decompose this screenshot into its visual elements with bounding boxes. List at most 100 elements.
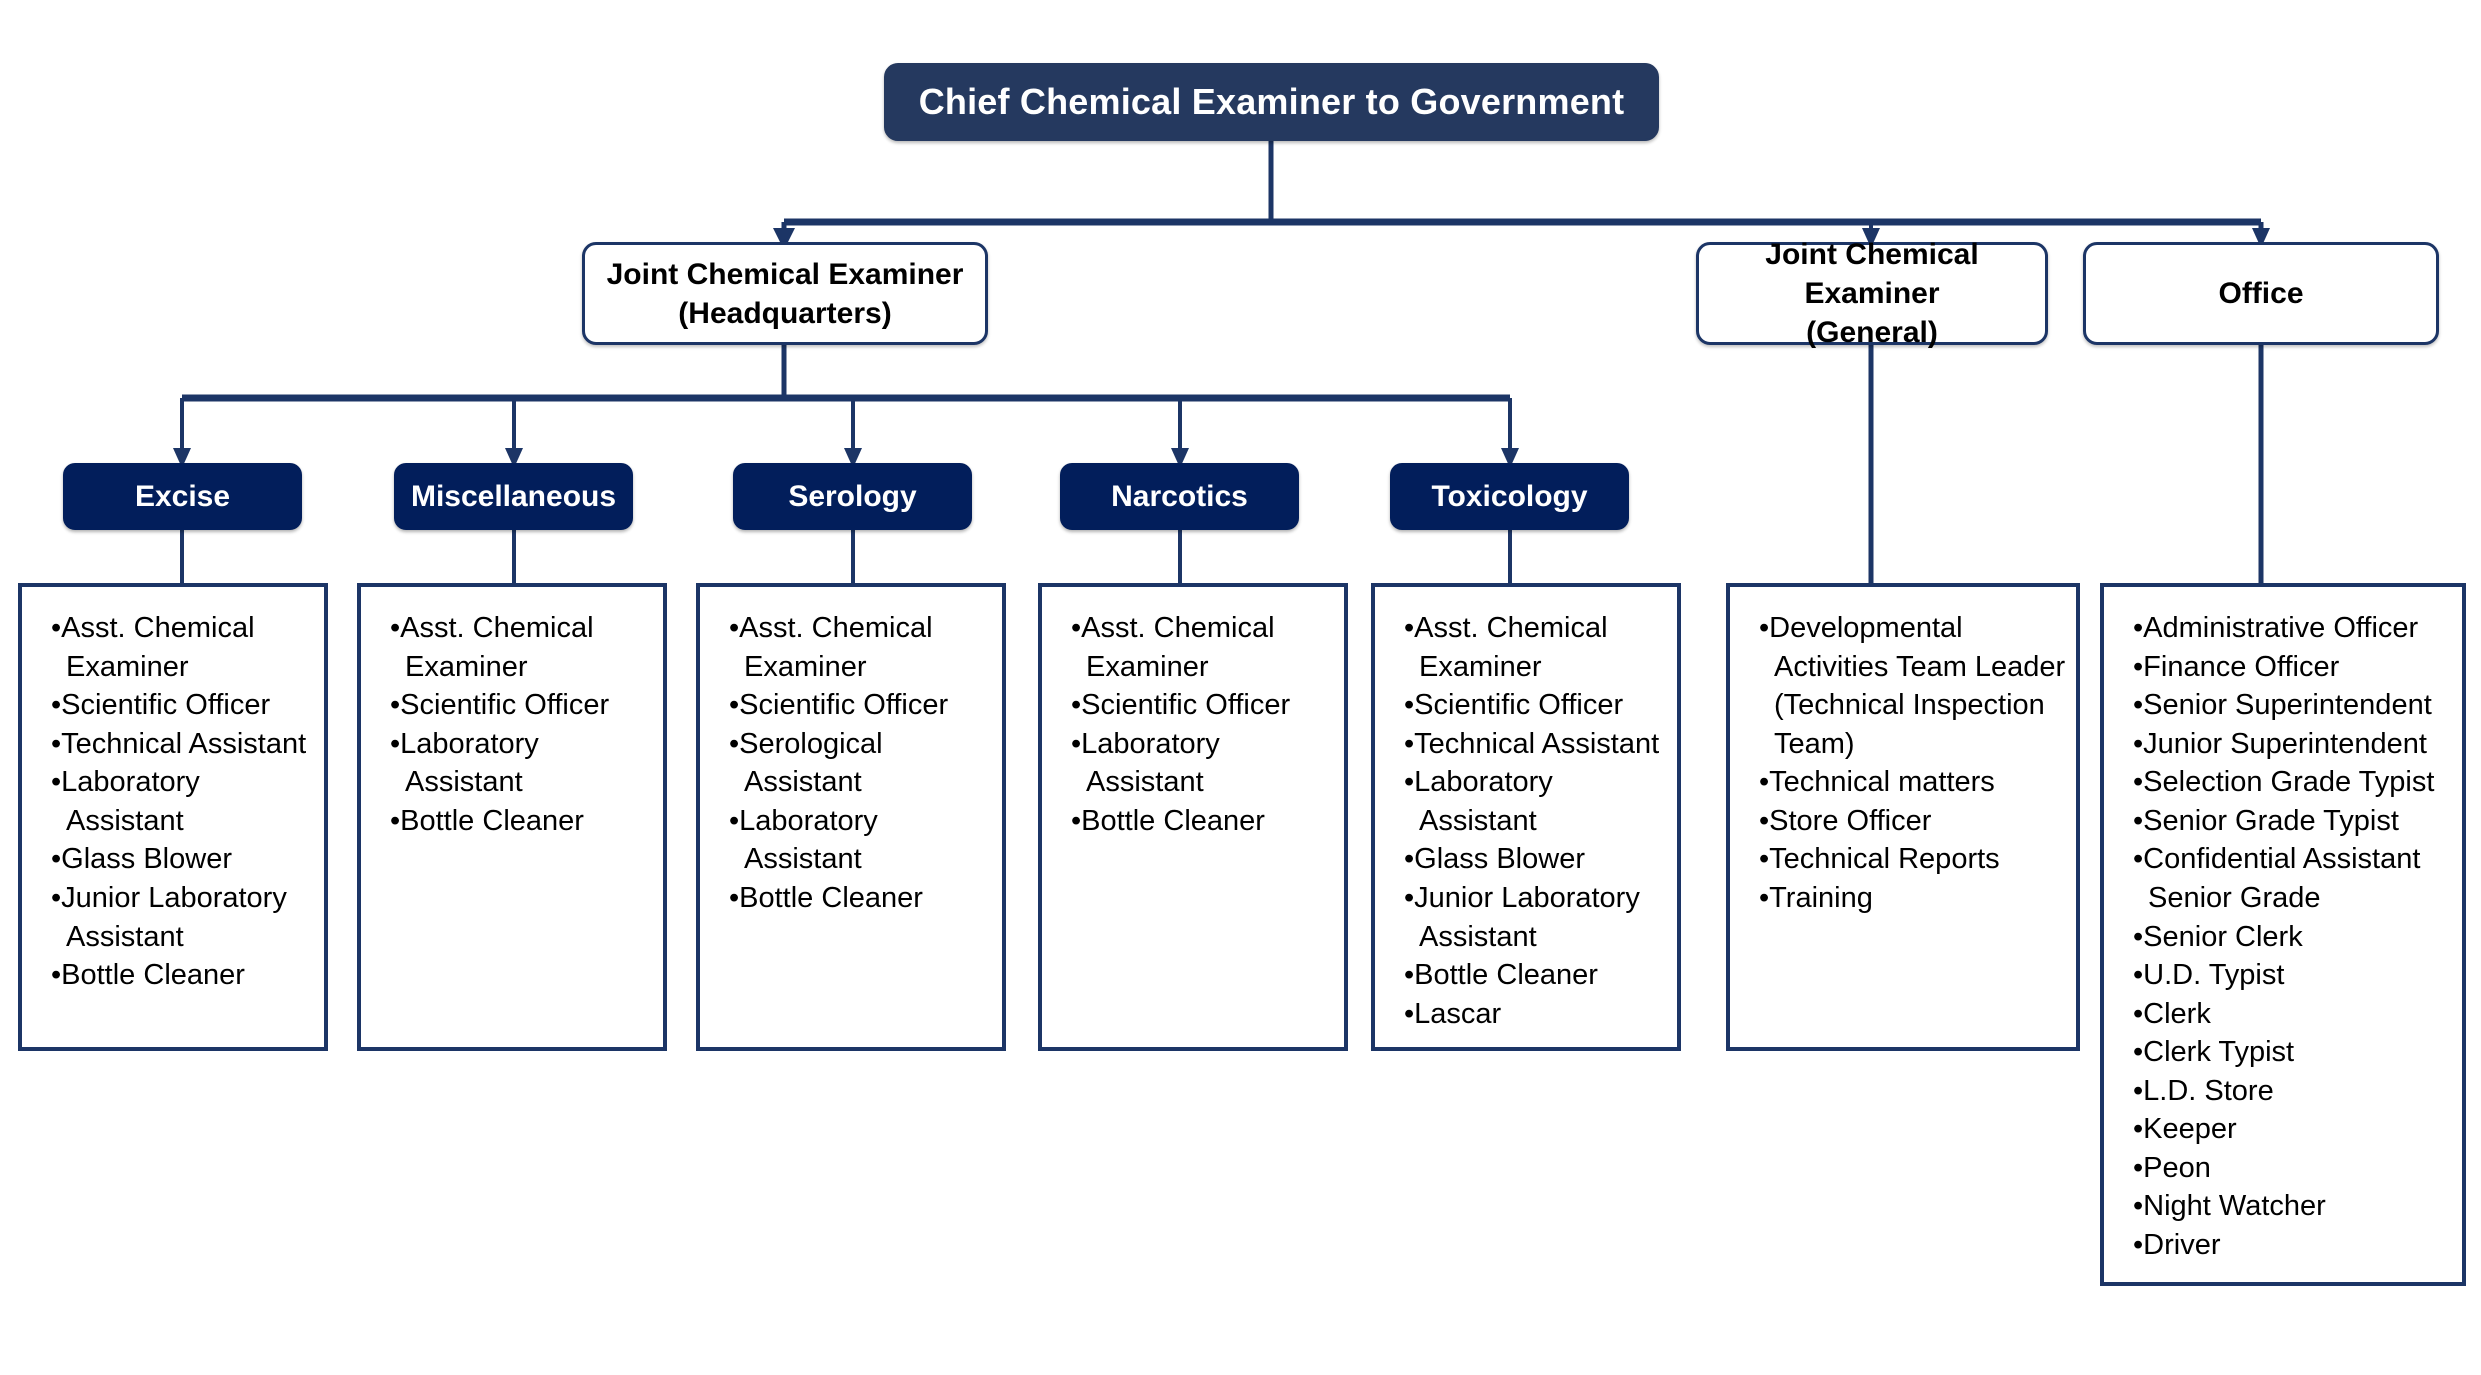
node-label: Miscellaneous [410,479,617,513]
bullet-icon: • [51,843,62,876]
bullet-icon: • [729,881,740,914]
staff-list-office: •Administrative Officer•Finance Officer•… [2100,583,2466,1286]
staff-role-label: Asst. Chemical Examiner [739,612,933,683]
bullet-icon: • [2133,920,2144,953]
node-label: Serology [788,479,917,513]
staff-list-item: •Asst. Chemical Examiner [1404,609,1667,686]
bullet-icon: • [729,689,740,722]
staff-list-item: •Developmental Activities Team Leader (T… [1759,609,2066,763]
staff-list-item: •U.D. Typist [2133,956,2452,995]
staff-role-label: Training [1769,881,1873,914]
staff-list-toxicology: •Asst. Chemical Examiner•Scientific Offi… [1371,583,1681,1051]
staff-role-label: Bottle Cleaner [61,959,245,992]
staff-list: •Asst. Chemical Examiner•Scientific Offi… [710,609,992,918]
bullet-icon: • [729,612,740,644]
staff-list-item: •Technical matters [1759,763,2066,802]
staff-list-narcotics: •Asst. Chemical Examiner•Scientific Offi… [1038,583,1348,1051]
node-joint-chemical-examiner-headquarters[interactable]: Joint Chemical Examiner (Headquarters) [582,242,988,345]
bullet-icon: • [2133,727,2144,760]
bullet-icon: • [1071,689,1082,722]
staff-list-item: •Bottle Cleaner [1071,802,1334,841]
staff-role-label: Scientific Officer [739,689,949,722]
staff-role-label: Asst. Chemical Examiner [61,612,255,683]
node-department-excise[interactable]: Excise [63,463,302,530]
staff-list-item: •Junior Superintendent [2133,725,2452,764]
staff-list-item: •Senior Grade Typist [2133,802,2452,841]
staff-list-item: •Asst. Chemical Examiner [51,609,314,686]
staff-role-label: Scientific Officer [400,689,610,722]
bullet-icon: • [2133,612,2144,644]
staff-list-excise: •Asst. Chemical Examiner•Scientific Offi… [18,583,328,1051]
staff-list-item: •Finance Officer [2133,648,2452,687]
staff-role-label: Laboratory Assistant [61,766,200,837]
node-label: Excise [134,479,231,513]
staff-list-item: •Bottle Cleaner [51,956,314,995]
node-label-line2: (General) [1806,316,1938,349]
node-department-narcotics[interactable]: Narcotics [1060,463,1299,530]
staff-role-label: U.D. Typist [2143,959,2285,992]
staff-list: •Asst. Chemical Examiner•Scientific Offi… [32,609,314,995]
staff-list: •Asst. Chemical Examiner•Scientific Offi… [1052,609,1334,840]
node-department-toxicology[interactable]: Toxicology [1390,463,1629,530]
staff-list-item: •Clerk Typist [2133,1033,2452,1072]
staff-list-item: •Technical Reports [1759,840,2066,879]
node-office[interactable]: Office [2083,242,2439,345]
node-joint-chemical-examiner-general[interactable]: Joint Chemical Examiner (General) [1696,238,2048,349]
bullet-icon: • [729,727,740,760]
staff-list-item: •Peon [2133,1149,2452,1188]
staff-role-label: Asst. Chemical Examiner [1414,612,1608,683]
node-chief-chemical-examiner[interactable]: Chief Chemical Examiner to Government [884,63,1659,141]
staff-role-label: Junior Superintendent [2143,727,2427,760]
bullet-icon: • [1071,612,1082,644]
staff-list-item: •Junior Laboratory Assistant [51,879,314,956]
node-department-serology[interactable]: Serology [733,463,972,530]
staff-list: •Asst. Chemical Examiner•Scientific Offi… [371,609,653,840]
staff-role-label: Laboratory Assistant [400,727,539,799]
staff-role-label: Glass Blower [61,843,232,876]
staff-list-item: •Scientific Officer [729,686,992,725]
staff-list-item: •Scientific Officer [51,686,314,725]
staff-list-item: •Selection Grade Typist [2133,763,2452,802]
staff-role-label: Junior Laboratory Assistant [1414,881,1640,953]
staff-list-item: •Lascar [1404,995,1667,1034]
staff-list-item: •Scientific Officer [1404,686,1667,725]
staff-list-item: •Administrative Officer [2133,609,2452,648]
staff-list-item: •Asst. Chemical Examiner [390,609,653,686]
staff-role-label: Laboratory Assistant [1414,766,1553,837]
staff-role-label: Laboratory Assistant [739,804,878,876]
bullet-icon: • [1071,804,1082,837]
staff-role-label: Bottle Cleaner [1081,804,1265,837]
staff-list-item: •Driver [2133,1226,2452,1265]
bullet-icon: • [729,804,740,837]
node-department-miscellaneous[interactable]: Miscellaneous [394,463,633,530]
bullet-icon: • [2133,1229,2144,1261]
staff-list-serology: •Asst. Chemical Examiner•Scientific Offi… [696,583,1006,1051]
staff-list-general: •Developmental Activities Team Leader (T… [1726,583,2080,1051]
staff-list-item: •Senior Superintendent [2133,686,2452,725]
node-label: Narcotics [1111,479,1248,513]
staff-list-item: •Laboratory Assistant [729,802,992,879]
staff-list-item: •Glass Blower [1404,840,1667,879]
staff-list-item: •Keeper [2133,1110,2452,1149]
bullet-icon: • [51,881,62,914]
staff-role-label: Scientific Officer [61,689,271,722]
bullet-icon: • [2133,804,2144,837]
staff-list-item: •Confidential Assistant Senior Grade [2133,840,2452,917]
staff-list: •Administrative Officer•Finance Officer•… [2114,609,2452,1265]
staff-list-item: •Scientific Officer [390,686,653,725]
bullet-icon: • [51,727,62,760]
staff-list-item: •Bottle Cleaner [1404,956,1667,995]
bullet-icon: • [51,689,62,722]
bullet-icon: • [1404,766,1415,799]
staff-list-miscellaneous: •Asst. Chemical Examiner•Scientific Offi… [357,583,667,1051]
bullet-icon: • [2133,843,2144,876]
staff-role-label: Junior Laboratory Assistant [61,881,287,953]
bullet-icon: • [51,766,62,799]
staff-list-item: •Laboratory Assistant [51,763,314,840]
bullet-icon: • [1404,959,1415,992]
bullet-icon: • [1404,689,1415,722]
bullet-icon: • [2133,997,2144,1030]
bullet-icon: • [2133,1151,2144,1184]
staff-role-label: Senior Superintendent [2143,689,2432,722]
